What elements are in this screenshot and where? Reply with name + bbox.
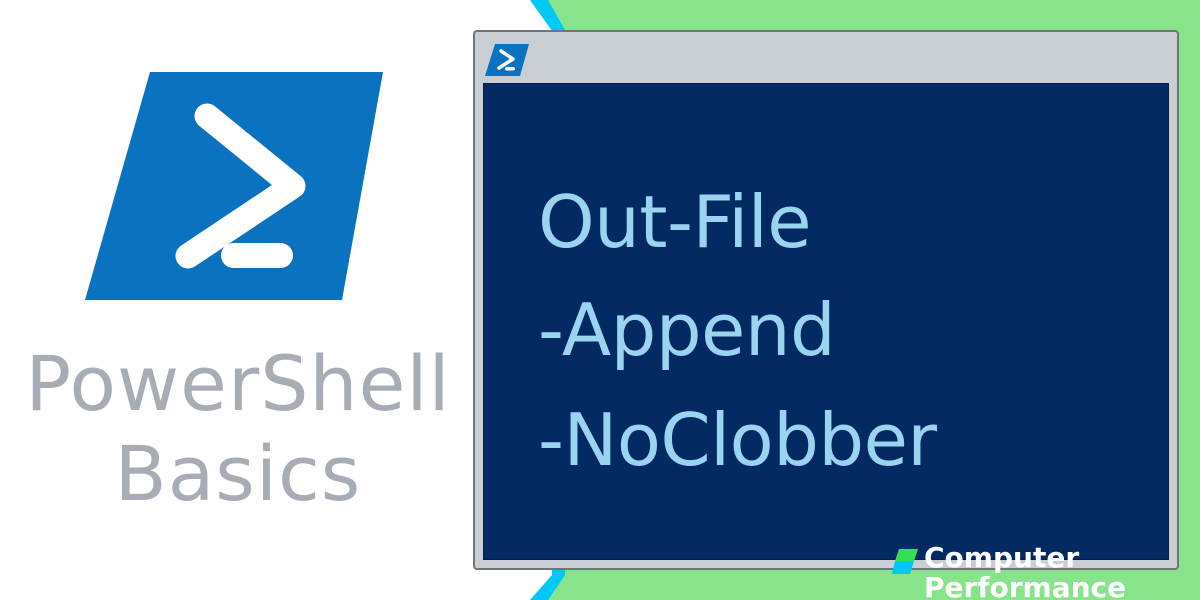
powershell-logo-icon	[85, 72, 383, 300]
logo-text-computer: Computer	[924, 541, 1080, 574]
logo-underscore-icon	[221, 243, 293, 268]
parameter-line-noclobber: -NoClobber	[538, 398, 937, 482]
title-line-basics: Basics	[114, 429, 362, 518]
parameter-line-append: -Append	[538, 288, 836, 372]
computer-performance-logo: Computer Performance	[889, 542, 1126, 600]
cp-mark-cyan-square	[892, 561, 914, 574]
command-line-out-file: Out-File	[538, 180, 812, 264]
window-icon-parallelogram	[485, 44, 529, 76]
powershell-window: Out-File -Append -NoClobber Computer Per…	[473, 30, 1179, 600]
powershell-icon	[485, 44, 529, 76]
logo-text-performance: Performance	[924, 571, 1127, 600]
cp-mark-green-square	[895, 549, 918, 561]
title-line-powershell: PowerShell	[25, 339, 451, 428]
logo-parallelogram	[85, 72, 383, 300]
window-icon-chevron	[497, 49, 515, 70]
logo-chevron-icon	[175, 103, 306, 269]
window-icon-underscore	[505, 67, 515, 71]
console-area: Out-File -Append -NoClobber Computer Per…	[483, 83, 1169, 600]
cp-mark-icon	[892, 549, 918, 574]
